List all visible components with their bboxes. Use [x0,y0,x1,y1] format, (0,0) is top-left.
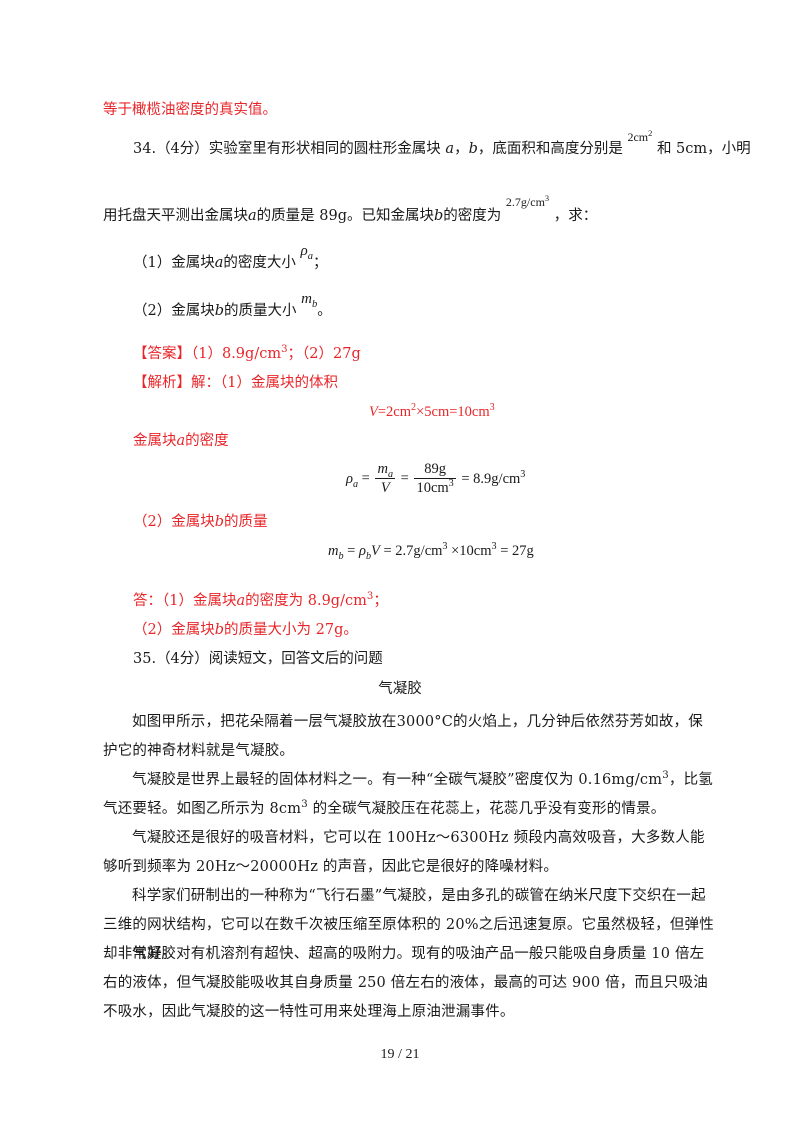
final-answer-2: （2）金属块b的质量大小为 27g。 [133,620,358,640]
final-answer-text: （2）金属块 [133,622,215,638]
answer-exp: 3 [281,344,288,356]
analysis-intro: 解：（1）金属块的体积 [191,375,338,391]
q34-text: 实验室里有形状相同的圆柱形金属块 [208,141,441,157]
var-a: a [445,141,455,157]
var-b: b [214,514,225,530]
equals-sign: = [361,470,370,487]
density-result: = 8.9g/cm3 [461,468,526,487]
article-paragraph-4: 科学家们研制出的一种称为“飞行石墨”气凝胶，是由多孔的碳管在纳米尺度下交织在一起… [103,888,714,962]
final-answer-exp: 3 [366,591,374,603]
m-b: mb [328,543,344,562]
answer-line: 【答案】（1）8.9g/cm3；（2）27g [133,344,361,364]
q34-text: 和 5cm，小明 [656,141,751,157]
sub-question-text: 。 [317,303,332,319]
q34-text: 的密度为 [443,208,502,224]
volume-equation: V=2cm2×5cm=10cm3 [369,402,495,422]
density-label: 金属块a的密度 [133,431,229,451]
var-b: b [214,622,225,638]
sub-question-text: 的质量大小 [224,303,297,319]
q34-text: ，求： [553,208,598,224]
volume-eq-exp: 2 [411,402,417,414]
mass-eq-part: = [343,543,359,559]
article-paragraph-1: 如图甲所示，把花朵隔着一层气凝胶放在3000°C的火焰上，几分钟后依然芬芳如故，… [103,714,703,759]
q34-text: 用托盘天平测出金属块 [103,208,248,224]
volume-eq-part: =2cm [377,404,412,420]
answer-part-1: （1）8.9g/cm [191,346,282,362]
var-b: b [468,141,478,157]
rho-b: ρb [358,543,372,562]
sub-question-1: （1）金属块a的密度大小 ρa； [133,243,328,273]
fraction-m-over-v: ma V [375,461,396,496]
question-number: 34. [133,141,157,157]
article-paragraph-3: 气凝胶还是很好的吸音材料，它可以在 100Hz～6300Hz 频段内高效吸音，大… [103,830,705,875]
final-answer-1: 答：（1）金属块a的密度为 8.9g/cm3； [133,591,388,611]
answer-part-2: ；（2）27g [287,346,361,362]
mass-label: （2）金属块b的质量 [133,512,268,532]
var-a: a [248,208,257,224]
final-answer-text: ； [373,593,388,609]
var-a: a [176,433,186,449]
mass-eq-part: ×10cm [447,543,492,559]
volume-eq-part: ×5cm=10cm [416,404,490,420]
rho-a-symbol: ρa [300,243,313,262]
sub-question-text: 的密度大小 [223,255,296,271]
volume-symbol: V [371,543,380,559]
volume-eq-exp: 3 [489,402,495,414]
page-number: 19 / 21 [0,1047,800,1063]
area-value: 2cm2 [627,129,653,144]
question-35: 35.（4分）阅读短文，回答文后的问题 [133,649,383,669]
question-number: 35. [133,651,157,667]
sub-question-text: （2）金属块 [133,303,215,319]
mass-eq-part: = 2.7g/cm [379,543,443,559]
question-34-line-2: 用托盘天平测出金属块a的质量是 89g。已知金属块b的密度为 2.7g/cm3 … [103,194,598,226]
q34-text: 的质量是 89g。已知金属块 [256,208,434,224]
volume-symbol: V [369,404,378,420]
continuation-line: 等于橄榄油密度的真实值。 [103,102,277,118]
final-answer-text: 的密度为 8.9g/cm [245,593,367,609]
var-b: b [434,208,444,224]
page-separator: / [398,1047,402,1062]
var-a: a [214,255,224,271]
article-title: 气凝胶 [378,681,422,697]
question-score: （4分） [156,651,209,667]
m-b-symbol: mb [301,291,318,310]
density-equation: ρa = ma V = 89g 10cm3 = 8.9g/cm3 [346,460,525,497]
q35-text: 阅读短文，回答文后的问题 [208,651,383,667]
current-page: 19 [380,1047,395,1062]
total-pages: 21 [405,1047,420,1062]
equals-sign: = [400,470,409,487]
article-paragraph-5: 气凝胶对有机溶剂有超快、超高的吸附力。现有的吸油产品一般只能吸自身质量 10 倍… [103,946,708,1020]
mass-eq-exp: 3 [442,541,448,553]
mass-label-text: （2）金属块 [133,514,215,530]
mass-label-text: 的质量 [224,514,268,530]
answer-label: 【答案】 [133,346,191,362]
density-label-text: 金属块 [133,433,177,449]
question-score: （4分） [156,141,209,157]
q34-text: ，底面积和高度分别是 [477,141,623,157]
mass-equation: mb = ρbV = 2.7g/cm3 ×10cm3 = 27g [328,541,534,562]
fraction-values: 89g 10cm3 [414,461,456,496]
var-a: a [236,593,246,609]
question-34-line-1: 34.（4分）实验室里有形状相同的圆柱形金属块 a，b，底面积和高度分别是 2c… [133,129,751,159]
mass-eq-exp: 3 [491,541,497,553]
sub-question-text: ； [312,255,328,271]
analysis-line: 【解析】解：（1）金属块的体积 [133,373,338,393]
mass-eq-part: = 27g [496,543,534,559]
q34-comma: ， [454,141,469,157]
rho-a: ρa [346,470,359,490]
sub-question-text: （1）金属块 [133,255,215,271]
sub-question-2: （2）金属块b的质量大小 mb。 [133,291,332,321]
analysis-label: 【解析】 [133,375,191,391]
var-b: b [214,303,225,319]
article-paragraph-2: 气凝胶是世界上最轻的固体材料之一。有一种“全碳气凝胶”密度仅为 0.16mg/c… [103,770,713,817]
density-value: 2.7g/cm3 [505,194,550,209]
final-answer-text: 的质量大小为 27g。 [224,622,358,638]
density-label-text: 的密度 [185,433,229,449]
final-answer-text: 答：（1）金属块 [133,593,237,609]
